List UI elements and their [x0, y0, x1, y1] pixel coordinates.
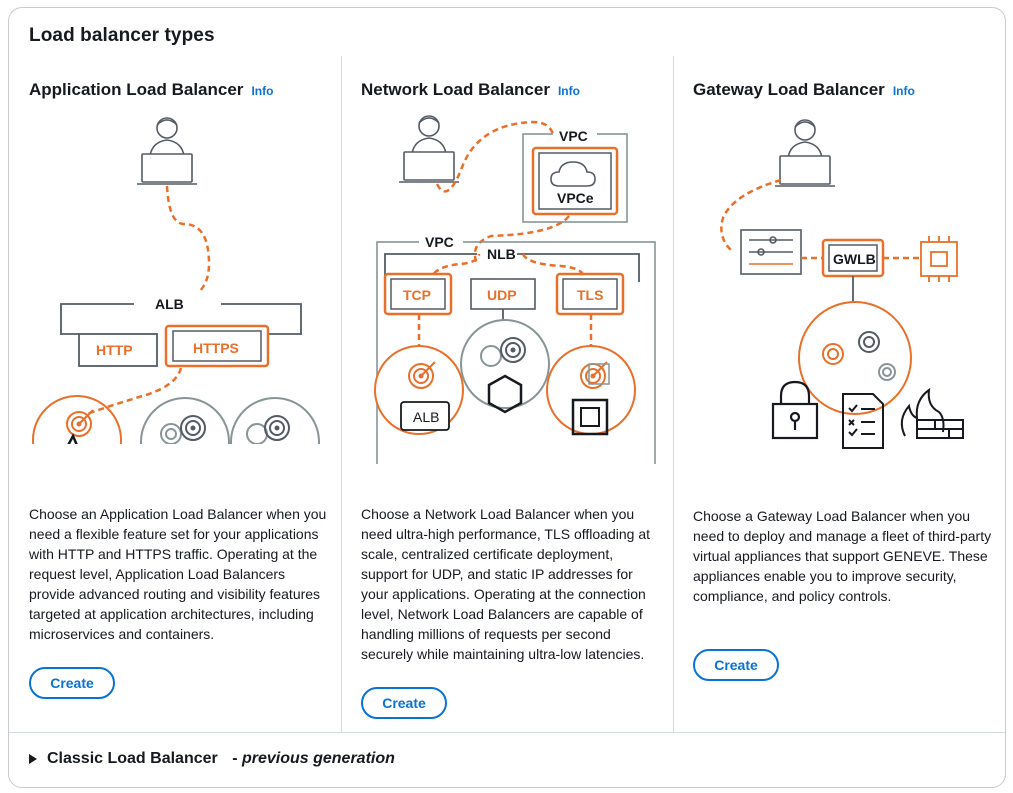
alb-create-button[interactable]: Create: [29, 667, 115, 699]
vpce-label: VPCe: [557, 190, 594, 206]
udp-label: UDP: [487, 287, 517, 303]
https-label: HTTPS: [193, 340, 239, 356]
nlb-create-button[interactable]: Create: [361, 687, 447, 719]
checklist-icon: [842, 393, 884, 449]
tcp-label: TCP: [403, 287, 431, 303]
gwlb-description: Choose a Gateway Load Balancer when you …: [693, 508, 992, 604]
alb-target-label: ALB: [413, 409, 439, 425]
alb-info-link[interactable]: Info: [251, 84, 274, 98]
column-divider: [341, 56, 342, 732]
tls-label: TLS: [577, 287, 603, 303]
instance-target: [230, 397, 320, 444]
gwlb-create-button[interactable]: Create: [693, 649, 779, 681]
traffic-path: [165, 185, 211, 293]
classic-lb-separator: -: [227, 750, 242, 767]
caret-right-icon: [29, 754, 37, 764]
lambda-target: [32, 395, 122, 444]
nlb-info-link[interactable]: Info: [557, 84, 580, 98]
user-icon: [399, 115, 459, 183]
http-port: [78, 333, 158, 367]
container-target: [140, 397, 230, 444]
gwlb-card: Gateway Load Balancer Info: [673, 56, 1005, 732]
alb-target: ALB: [374, 345, 464, 435]
gwlb-label: GWLB: [833, 251, 876, 267]
classic-lb-expander[interactable]: Classic Load Balancer - previous generat…: [29, 750, 395, 768]
nlb-group-label: NLB: [487, 246, 516, 262]
filter-appliance-icon: [740, 229, 802, 275]
alb-card: Application Load Balancer Info ALB HTTP: [9, 56, 341, 732]
nlb-diagram: VPC VPCe VPC NLB TCP UDP TLS: [374, 115, 656, 464]
load-balancer-types-panel: Load balancer types Application Load Bal…: [8, 7, 1006, 788]
panel-title: Load balancer types: [29, 25, 215, 46]
firewall-icon: [900, 387, 964, 439]
alb-description: Choose an Application Load Balancer when…: [29, 506, 327, 642]
vpc-container: [376, 241, 656, 464]
alb-diagram: ALB HTTP HTTPS: [32, 117, 320, 444]
classic-lb-label: Classic Load Balancer: [47, 750, 218, 767]
chip-icon: [920, 236, 958, 282]
container-target: [460, 319, 550, 414]
alb-group-label: ALB: [155, 296, 184, 312]
alb-bracket: [60, 303, 302, 335]
http-label: HTTP: [96, 342, 133, 358]
section-divider: [9, 732, 1005, 733]
udp-port: [470, 278, 536, 310]
nlb-title: Network Load Balancer: [361, 80, 550, 99]
nlb-card: Network Load Balancer Info VPC VPCe: [341, 56, 673, 732]
classic-lb-sublabel: previous generation: [241, 750, 395, 767]
user-icon: [775, 119, 835, 187]
nlb-description: Choose a Network Load Balancer when you …: [361, 506, 651, 662]
instance-target: [546, 345, 636, 436]
vpc-endpoint-label: VPC: [559, 128, 588, 144]
user-icon: [137, 117, 197, 185]
column-divider: [673, 56, 674, 732]
gwlb-title: Gateway Load Balancer: [693, 80, 885, 99]
gwlb-info-link[interactable]: Info: [892, 84, 915, 98]
cloud-icon: [550, 161, 596, 187]
gwlb-diagram: GWLB: [720, 119, 964, 449]
lock-icon: [771, 380, 819, 440]
alb-title: Application Load Balancer: [29, 80, 244, 99]
vpc-label: VPC: [425, 234, 454, 250]
appliance-fleet: [798, 301, 912, 415]
